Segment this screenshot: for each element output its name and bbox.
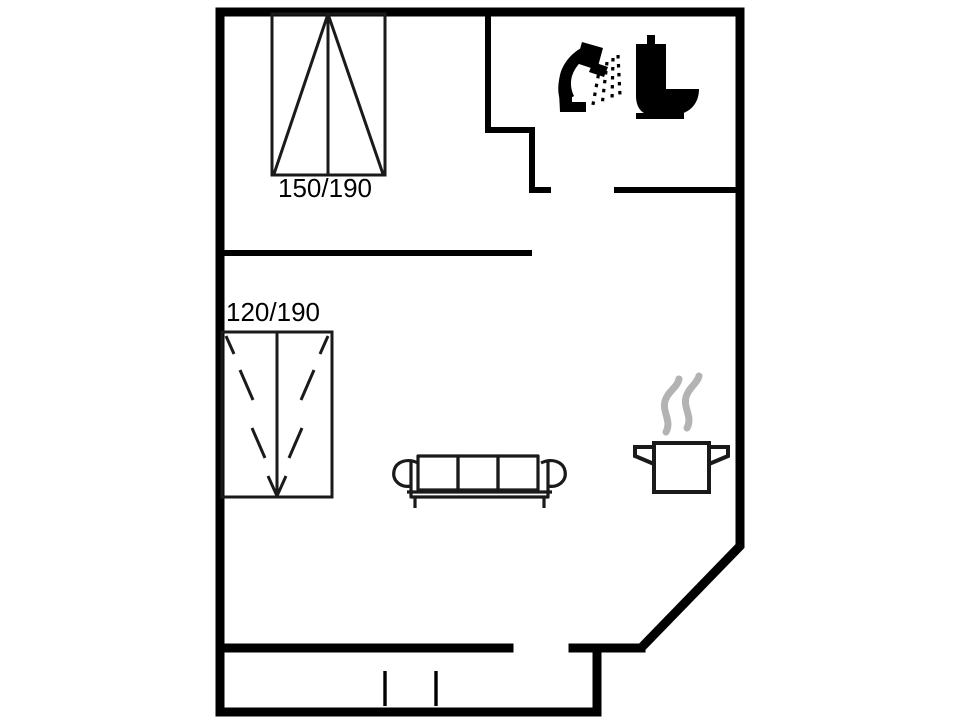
exterior-walls (215, 7, 745, 717)
sofa-cushion-2 (456, 454, 500, 492)
wall-bathroom-step (485, 12, 551, 193)
cooking-pot-handle-right (708, 445, 730, 466)
shower-spray (590, 54, 622, 111)
bed-2-quilt-left-seg-2 (238, 369, 255, 401)
terrace-detail-marks (383, 671, 438, 706)
interior-walls (220, 12, 740, 256)
sofa-body (409, 460, 550, 499)
bed-2-quilt-left-seg-3 (250, 427, 267, 459)
shower-head (576, 42, 603, 70)
bed-double-150-190 (270, 12, 387, 177)
bed-2-quilt-right-seg-3 (287, 427, 304, 459)
shower-spray-ray-2 (600, 61, 609, 107)
sofa-cushion-1 (416, 454, 460, 492)
toilet-bowl (636, 82, 699, 115)
bed-single-120-190 (220, 330, 334, 499)
bed-2-quilt-right-seg-2 (299, 369, 316, 401)
sofa-arm-left (392, 459, 419, 488)
shower-arm-lower (559, 92, 586, 112)
bed-1-size-label: 150/190 (278, 173, 372, 203)
cooking-pot-body-group (633, 441, 730, 494)
toilet-base (636, 113, 684, 119)
bed-2-size-label: 120/190 (226, 297, 320, 327)
bed-2-quilt-left-seg-1 (224, 335, 236, 355)
cooking-pot-steam (660, 372, 703, 436)
shower-head-plate (589, 62, 608, 77)
bed-2-quilt-right-seg-1 (318, 335, 330, 355)
shower-spray-ray-1 (590, 65, 602, 111)
shower-arm (558, 46, 591, 104)
shower-spray-ray-4 (616, 54, 622, 97)
steam-wisp-left (660, 375, 683, 436)
shower-spray-ray-3 (610, 57, 615, 102)
bed-2-quilt-right-seg-4 (275, 475, 288, 497)
cooking-pot-handle-left (633, 445, 655, 466)
toilet-flush-button (647, 35, 655, 44)
sofa-arm-right (540, 459, 567, 488)
bed-2-quilt-right (275, 335, 330, 497)
cooking-pot-body (652, 441, 711, 494)
cooking-pot-icon (633, 372, 730, 494)
bed-1-quilt-left (272, 13, 330, 175)
shower-icon (558, 42, 622, 112)
sofa-icon (392, 454, 567, 508)
bed-1-quilt-right (326, 13, 385, 175)
steam-wisp-right (681, 372, 703, 432)
bed-2-quilt-left-seg-4 (266, 475, 279, 497)
sofa-cushion-3 (496, 454, 540, 492)
bed-2-quilt-left (224, 335, 279, 497)
toilet-icon (636, 35, 699, 119)
